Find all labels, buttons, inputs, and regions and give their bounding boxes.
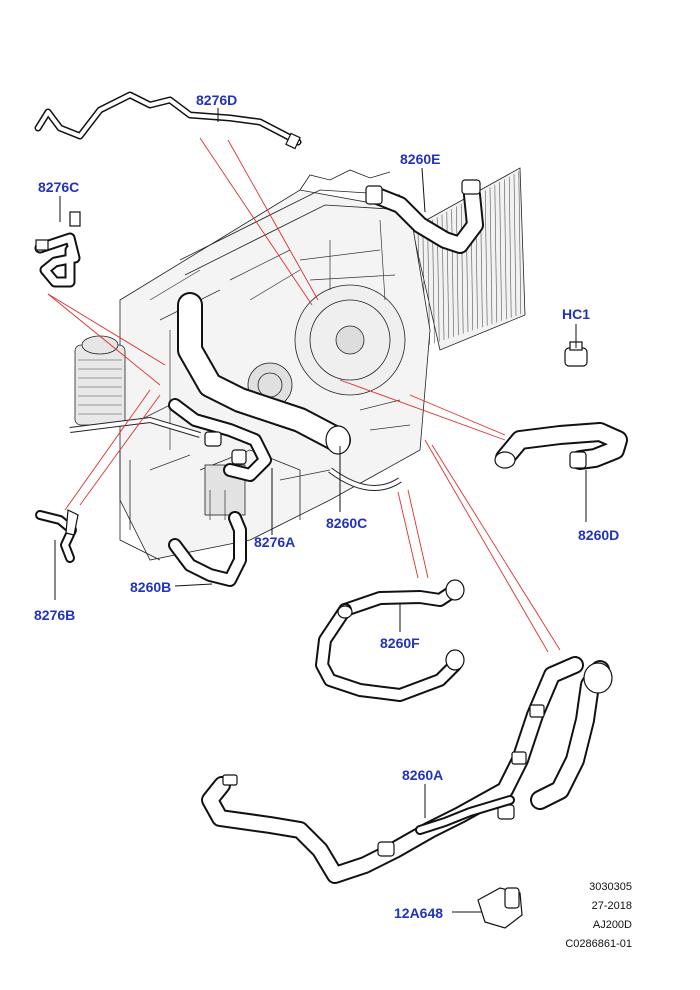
hose-8276A <box>168 398 272 482</box>
label-8260A[interactable]: 8260A <box>402 767 443 783</box>
hose-8276D <box>34 91 302 150</box>
label-8260E[interactable]: 8260E <box>400 151 440 167</box>
label-8276D[interactable]: 8276D <box>196 92 237 108</box>
hoses <box>34 91 628 929</box>
radiator-illustration <box>411 167 526 351</box>
hose-8260E <box>365 179 484 254</box>
reference-line-4: C0286861-01 <box>565 938 632 950</box>
reference-block: 3030305 27-2018 AJ200D C0286861-01 <box>565 881 632 950</box>
hose-8276B <box>35 509 79 563</box>
hose-8260A <box>201 656 613 884</box>
hose-8260D <box>494 422 628 470</box>
hose-8276C <box>34 211 81 288</box>
label-12A648[interactable]: 12A648 <box>394 905 443 921</box>
label-8260F[interactable]: 8260F <box>380 635 420 651</box>
part-labels: 8276D 8276C 8260E HC1 8276A 8260C 8260D … <box>34 92 619 921</box>
label-8276A[interactable]: 8276A <box>254 534 295 550</box>
label-HC1[interactable]: HC1 <box>562 306 590 322</box>
reference-line-1: 3030305 <box>589 881 632 893</box>
leader-lines <box>47 108 587 913</box>
engine-assembly-illustration <box>69 167 526 561</box>
reference-line-3: AJ200D <box>593 919 632 931</box>
label-8276C[interactable]: 8276C <box>38 179 79 195</box>
label-8260C[interactable]: 8260C <box>326 515 367 531</box>
label-8260D[interactable]: 8260D <box>578 527 619 543</box>
sensor-12A648 <box>477 887 523 929</box>
hose-8260B <box>168 511 247 587</box>
reference-line-2: 27-2018 <box>592 900 632 912</box>
label-8276B[interactable]: 8276B <box>34 607 75 623</box>
hose-8260C <box>177 292 351 455</box>
hose-8260F <box>315 579 465 702</box>
label-8260B[interactable]: 8260B <box>130 579 171 595</box>
